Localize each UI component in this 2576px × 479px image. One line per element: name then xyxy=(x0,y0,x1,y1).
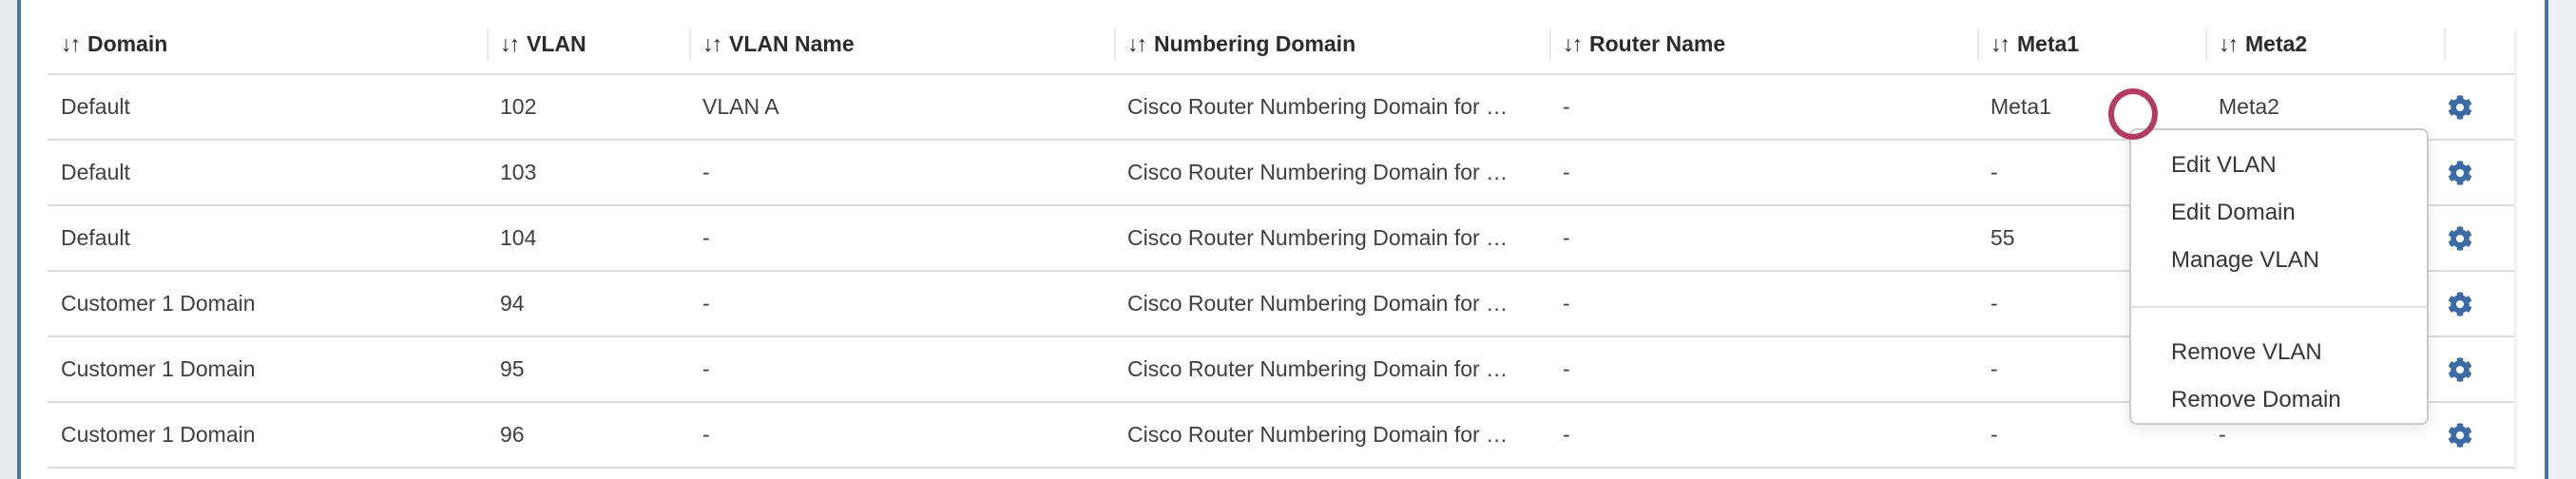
gear-icon xyxy=(2448,225,2472,251)
window-edge-left xyxy=(17,0,21,479)
cell-domain: Customer 1 Domain xyxy=(61,422,256,447)
cell-router-name: - xyxy=(1563,225,1570,250)
header-cell-meta2[interactable]: ↓↑ Meta2 xyxy=(2205,0,2444,73)
cell-router-name: - xyxy=(1563,356,1570,381)
cell-numbering-domain: Cisco Router Numbering Domain for … xyxy=(1127,94,1509,119)
cell-vlan-name: - xyxy=(702,356,710,381)
cell-vlan: 103 xyxy=(500,160,537,184)
header-cell-meta1[interactable]: ↓↑ Meta1 xyxy=(1977,0,2205,73)
gear-icon xyxy=(2448,291,2472,316)
cell-actions xyxy=(2444,75,2517,139)
cell-numbering-domain: Cisco Router Numbering Domain for … xyxy=(1127,422,1509,447)
menu-item-manage-vlan[interactable]: Manage VLAN xyxy=(2171,247,2320,273)
cell-actions xyxy=(2444,403,2517,467)
menu-item-edit-domain[interactable]: Edit Domain xyxy=(2171,200,2296,225)
cell-domain: Default xyxy=(61,160,130,184)
row-actions-button[interactable] xyxy=(2446,93,2474,122)
cell-domain: Default xyxy=(61,94,130,119)
cell-numbering-domain: Cisco Router Numbering Domain for … xyxy=(1127,291,1509,316)
header-label: Numbering Domain xyxy=(1154,30,1356,56)
table-row: Default 104 - Cisco Router Numbering Dom… xyxy=(48,206,2517,272)
window-margin-left xyxy=(0,0,17,479)
table-row: Default 103 - Cisco Router Numbering Dom… xyxy=(48,141,2517,206)
cell-meta1: - xyxy=(1990,422,1998,447)
header-label: Router Name xyxy=(1589,30,1726,56)
row-actions-button[interactable] xyxy=(2446,290,2474,318)
table-header-row: ↓↑ Domain ↓↑ VLAN ↓↑ VLAN Name ↓↑ Number… xyxy=(48,0,2517,75)
cell-meta1: - xyxy=(1990,160,1998,184)
cell-numbering-domain: Cisco Router Numbering Domain for … xyxy=(1127,356,1509,381)
window-edge-right xyxy=(2545,0,2548,479)
sort-icon: ↓↑ xyxy=(1127,30,1147,56)
cell-numbering-domain: Cisco Router Numbering Domain for … xyxy=(1127,225,1509,250)
sort-icon: ↓↑ xyxy=(500,30,520,56)
table-row: Customer 1 Domain 94 - Cisco Router Numb… xyxy=(48,272,2517,337)
gear-icon xyxy=(2448,422,2472,448)
cell-router-name: - xyxy=(1563,160,1570,184)
cell-vlan: 94 xyxy=(500,291,525,316)
cell-vlan: 102 xyxy=(500,94,537,119)
cell-vlan-name: VLAN A xyxy=(702,94,779,119)
cell-domain: Customer 1 Domain xyxy=(61,291,256,316)
cell-vlan-name: - xyxy=(702,291,710,316)
menu-item-remove-domain[interactable]: Remove Domain xyxy=(2171,387,2341,412)
cell-vlan-name: - xyxy=(702,225,710,250)
cell-router-name: - xyxy=(1563,94,1570,119)
cell-vlan: 95 xyxy=(500,356,525,381)
row-actions-button[interactable] xyxy=(2446,421,2474,450)
cell-domain: Default xyxy=(61,225,130,250)
table-row: Customer 1 Domain 95 - Cisco Router Numb… xyxy=(48,337,2517,403)
row-actions-menu: Edit VLAN Edit Domain Manage VLAN Remove… xyxy=(2129,128,2429,425)
menu-item-edit-vlan[interactable]: Edit VLAN xyxy=(2171,152,2277,178)
menu-divider xyxy=(2131,306,2427,308)
header-cell-vlan-name[interactable]: ↓↑ VLAN Name xyxy=(689,0,1114,73)
header-label: VLAN xyxy=(527,30,586,56)
header-cell-domain[interactable]: ↓↑ Domain xyxy=(48,0,487,73)
gear-icon xyxy=(2448,160,2472,185)
header-label: VLAN Name xyxy=(729,30,855,56)
annotation-circle xyxy=(2108,88,2158,140)
cell-actions xyxy=(2444,272,2517,335)
cell-meta1: - xyxy=(1990,356,1998,381)
cell-actions xyxy=(2444,141,2517,204)
gear-icon xyxy=(2448,94,2472,120)
row-actions-button[interactable] xyxy=(2446,355,2474,384)
header-cell-vlan[interactable]: ↓↑ VLAN xyxy=(487,0,689,73)
cell-meta2: Meta2 xyxy=(2219,94,2279,119)
cell-domain: Customer 1 Domain xyxy=(61,356,256,381)
sort-icon: ↓↑ xyxy=(61,30,81,56)
header-label: Meta2 xyxy=(2245,30,2308,56)
cell-vlan-name: - xyxy=(702,160,710,184)
row-actions-button[interactable] xyxy=(2446,224,2474,253)
cell-meta2: - xyxy=(2219,422,2226,447)
cell-numbering-domain: Cisco Router Numbering Domain for … xyxy=(1127,160,1509,184)
sort-icon: ↓↑ xyxy=(1563,30,1583,56)
sort-icon: ↓↑ xyxy=(1990,30,2010,56)
vlan-table: ↓↑ Domain ↓↑ VLAN ↓↑ VLAN Name ↓↑ Number… xyxy=(48,0,2517,479)
cell-router-name: - xyxy=(1563,291,1570,316)
header-label: Domain xyxy=(87,30,168,56)
cell-meta1: Meta1 xyxy=(1990,94,2051,119)
header-cell-actions xyxy=(2444,0,2517,73)
table-row: Customer 1 Domain 96 - Cisco Router Numb… xyxy=(48,403,2517,469)
cell-actions xyxy=(2444,337,2517,401)
cell-actions xyxy=(2444,206,2517,270)
menu-item-remove-vlan[interactable]: Remove VLAN xyxy=(2171,339,2322,365)
window-margin-right xyxy=(2548,0,2576,479)
row-actions-button[interactable] xyxy=(2446,159,2474,187)
gear-icon xyxy=(2448,356,2472,382)
header-label: Meta1 xyxy=(2017,30,2080,56)
sort-icon: ↓↑ xyxy=(2219,30,2239,56)
cell-vlan: 96 xyxy=(500,422,525,447)
cell-vlan: 104 xyxy=(500,225,537,250)
cell-vlan-name: - xyxy=(702,422,710,447)
header-cell-router-name[interactable]: ↓↑ Router Name xyxy=(1549,0,1977,73)
cell-meta1: 55 xyxy=(1990,225,2015,250)
header-cell-numbering-domain[interactable]: ↓↑ Numbering Domain xyxy=(1114,0,1549,73)
cell-meta1: - xyxy=(1990,291,1998,316)
table-row: Default 102 VLAN A Cisco Router Numberin… xyxy=(48,75,2517,141)
sort-icon: ↓↑ xyxy=(702,30,722,56)
cell-router-name: - xyxy=(1563,422,1570,447)
